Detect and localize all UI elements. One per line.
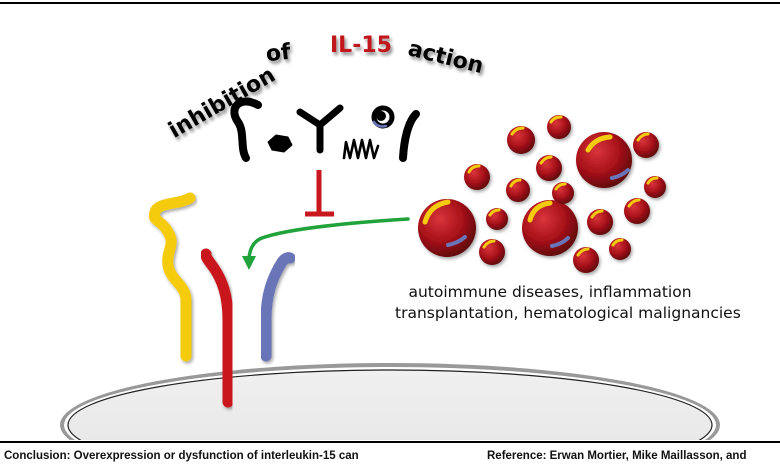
disease-label-line-1: autoimmune diseases, inflammation	[408, 283, 692, 301]
receptor-gamma-blue	[260, 252, 296, 362]
receptor-alpha-yellow	[148, 192, 196, 362]
title-word-il15: IL-15	[330, 33, 392, 58]
receptor-beta-red	[200, 248, 234, 408]
il15-sphere	[418, 199, 476, 257]
title-word-inhibition: inhibition	[165, 63, 280, 144]
peptide-spring-icon	[342, 138, 380, 160]
conclusion-caption: Conclusion: Overexpression or dysfunctio…	[4, 450, 359, 462]
small-molecule-icon	[267, 134, 293, 153]
il15-sphere	[522, 200, 578, 256]
reference-caption: Reference: Erwan Mortier, Mike Maillasso…	[487, 450, 747, 462]
top-rule	[0, 2, 780, 4]
hook-molecule-icon	[230, 97, 262, 162]
signal-arrow	[242, 217, 410, 270]
arc-molecule-icon	[399, 110, 420, 162]
title-word-action: action	[405, 36, 486, 79]
inhibitor-molecules	[230, 97, 420, 162]
il15-diagram: inhibition of IL-15 action	[60, 33, 720, 440]
disease-labels: autoimmune diseases, inflammation transp…	[395, 282, 741, 324]
il15-cytokine-cluster	[418, 115, 666, 273]
antibody-icon	[296, 104, 344, 154]
disease-label-line-2: transplantation, hematological malignanc…	[395, 304, 741, 322]
cell-membrane	[60, 363, 720, 440]
title-word-of: of	[265, 40, 293, 67]
inhibition-symbol	[305, 170, 334, 217]
bottom-rule	[0, 441, 780, 443]
